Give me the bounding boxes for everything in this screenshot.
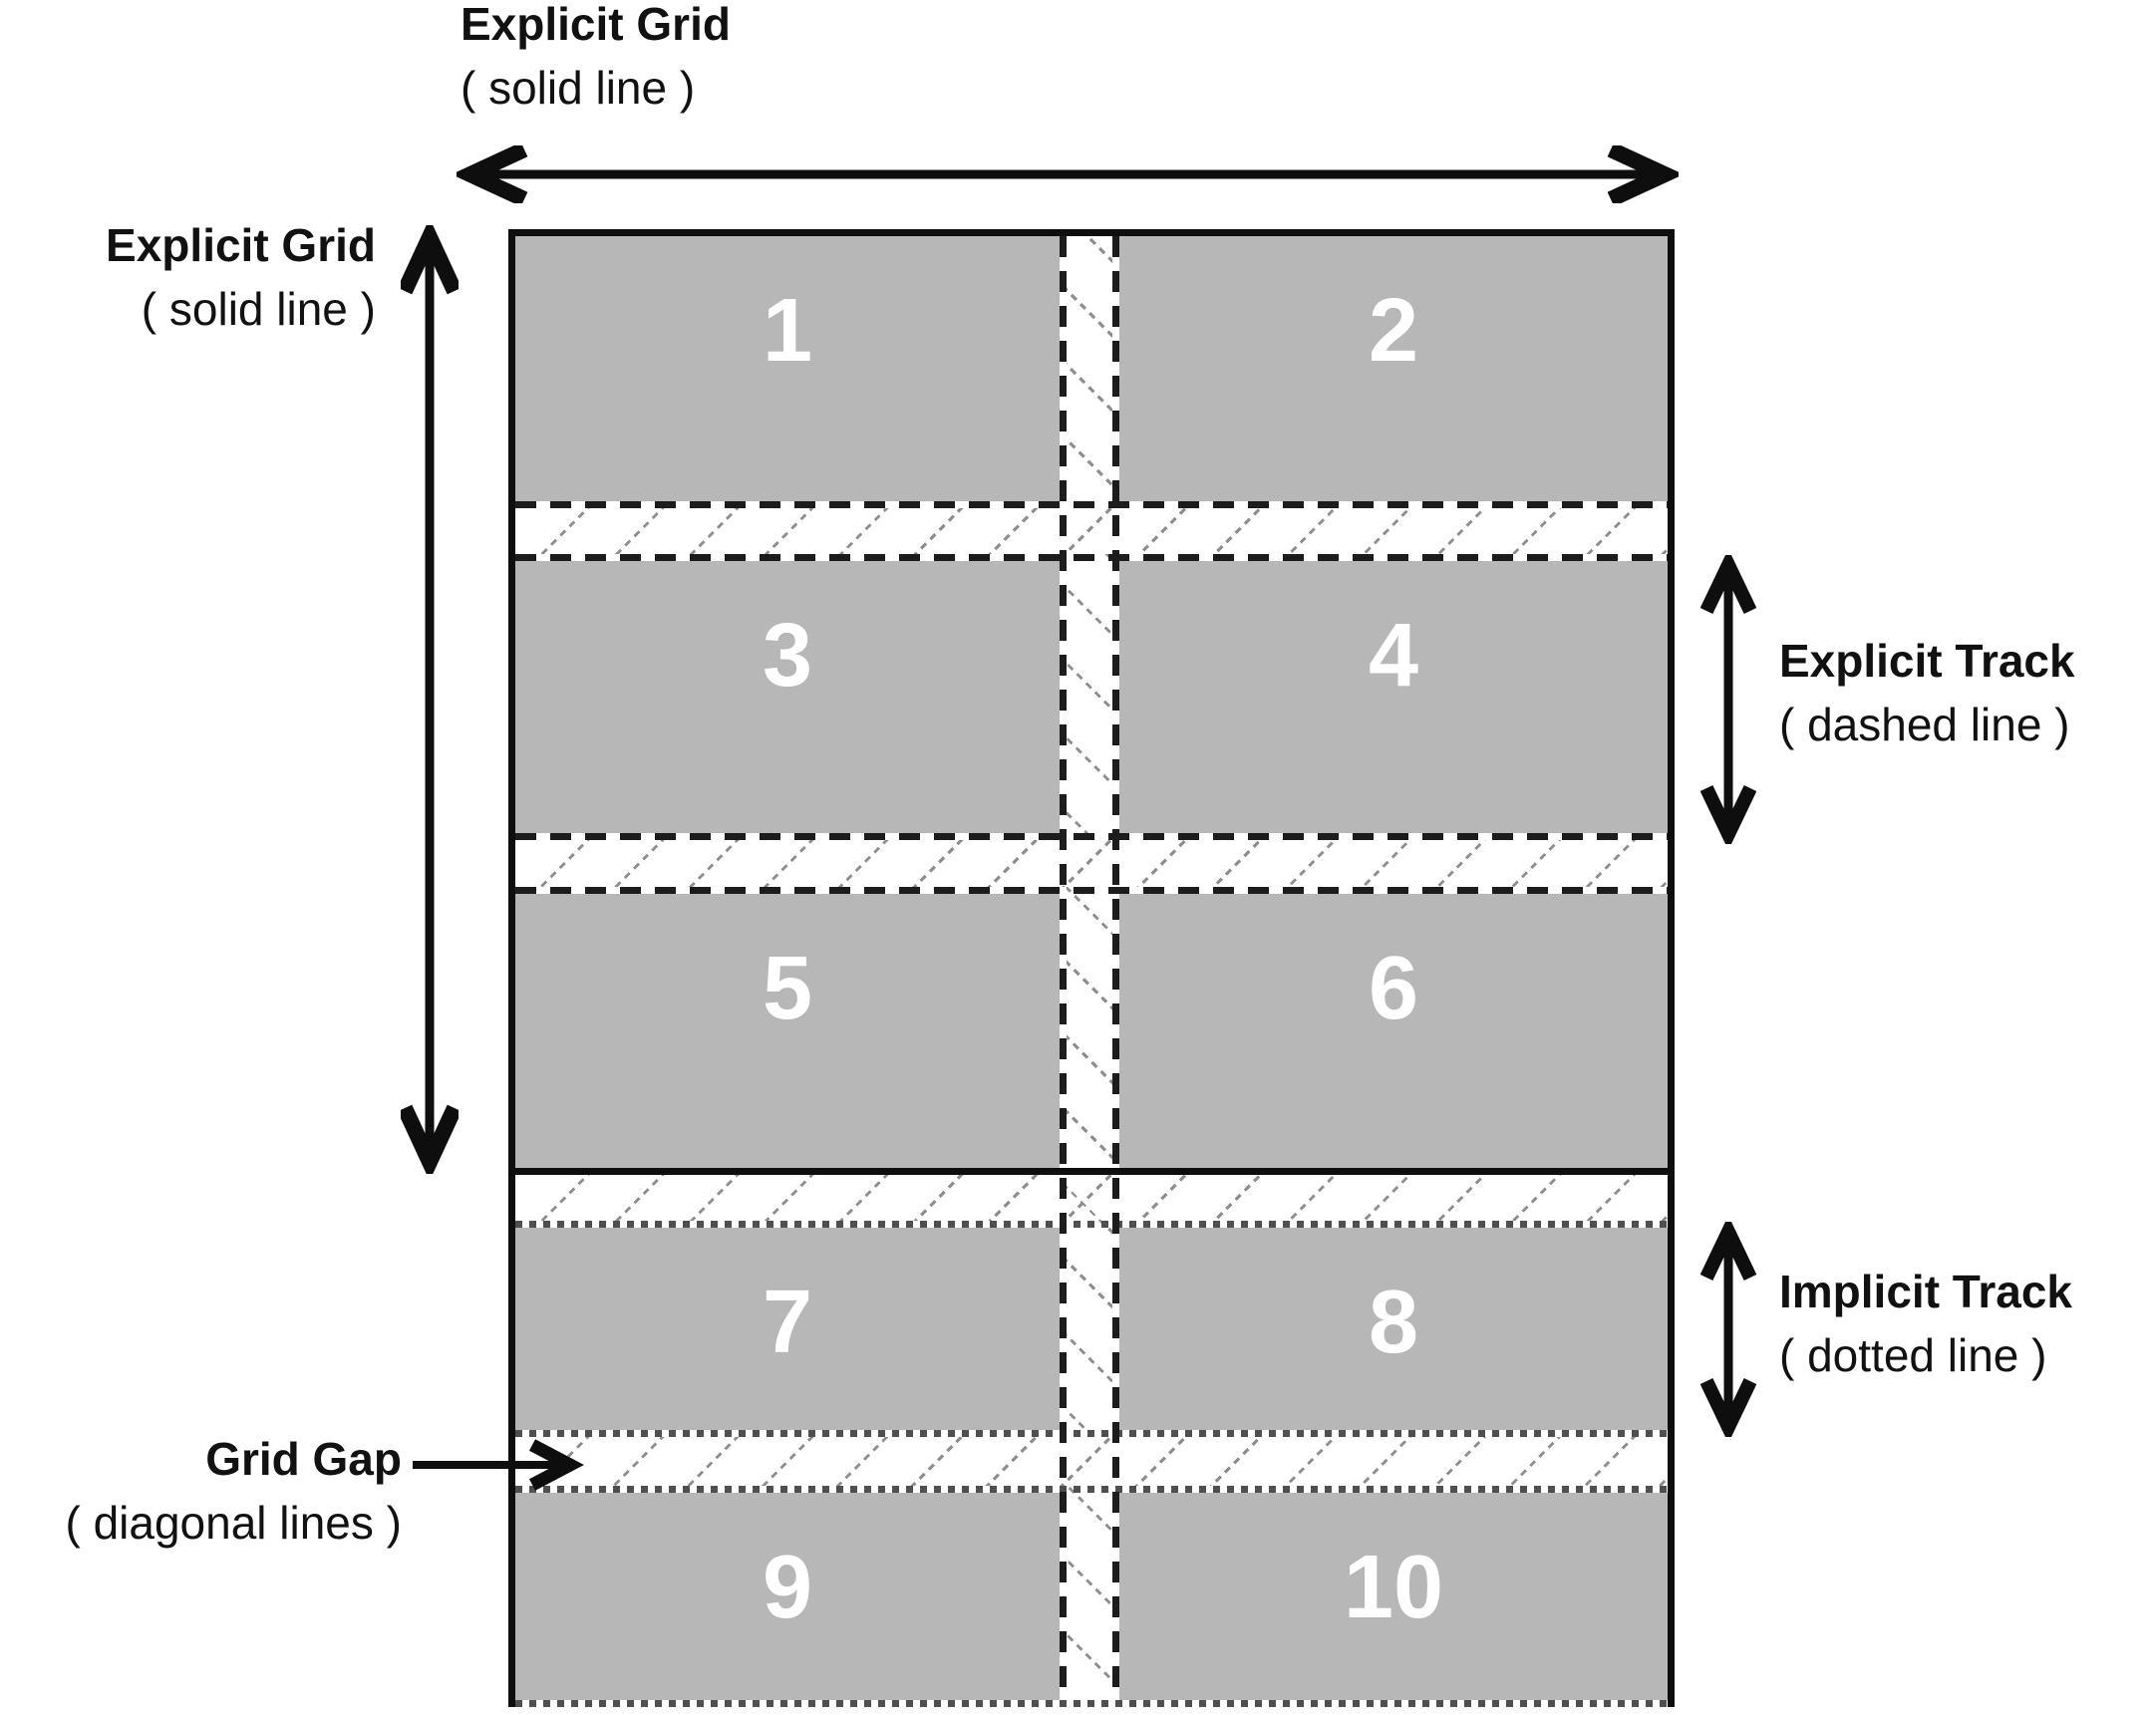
explicit-track-line [515,833,1668,840]
double-arrow-vertical-explicit-grid-icon [401,225,459,1174]
cell-number: 2 [1368,281,1419,381]
grid-cell-8: 8 [1119,1228,1668,1430]
grid-bottom-dotted-line [515,1700,1668,1707]
label-grid-gap: Grid Gap ( diagonal lines ) [0,1427,402,1555]
label-subtitle: ( dashed line ) [1779,699,2070,750]
label-title: Explicit Grid [461,0,731,50]
cell-number: 5 [762,939,813,1038]
label-explicit-grid-left: Explicit Grid ( solid line ) [0,213,376,341]
grid-border-left [508,229,515,1707]
grid-cell-5: 5 [515,894,1060,1168]
explicit-track-line [515,501,1668,508]
double-arrow-explicit-track-icon [1700,555,1756,844]
grid-cell-7: 7 [515,1228,1060,1430]
arrow-grid-gap-icon [413,1439,584,1491]
grid-cell-6: 6 [1119,894,1668,1168]
label-title: Explicit Track [1779,635,2075,687]
label-title: Implicit Track [1779,1266,2073,1317]
explicit-track-line [515,887,1668,894]
grid-gap-row-hatch-4 [515,1437,1668,1486]
label-explicit-track: Explicit Track ( dashed line ) [1779,629,2075,756]
label-explicit-grid-top: Explicit Grid ( solid line ) [461,0,731,120]
column-track-line [1112,236,1119,1700]
grid-cell-2: 2 [1119,236,1668,501]
implicit-track-line [515,1221,1668,1228]
grid-border-right [1668,229,1675,1707]
grid-gap-row-hatch-2 [515,840,1668,887]
grid-cell-9: 9 [515,1493,1060,1700]
label-title: Grid Gap [205,1433,402,1485]
grid-cell-1: 1 [515,236,1060,501]
cell-number: 3 [762,606,813,706]
grid-gap-row-hatch-1 [515,508,1668,554]
cell-number: 8 [1368,1273,1419,1372]
grid-cell-4: 4 [1119,561,1668,833]
cell-number: 6 [1368,939,1419,1038]
double-arrow-implicit-track-icon [1700,1222,1756,1437]
label-subtitle: ( solid line ) [141,283,376,335]
grid-cell-10: 10 [1119,1493,1668,1700]
explicit-track-line [515,554,1668,561]
cell-number: 1 [762,281,813,381]
column-track-line [1060,236,1067,1700]
label-subtitle: ( dotted line ) [1779,1329,2047,1381]
cell-number: 9 [762,1538,813,1637]
label-subtitle: ( diagonal lines ) [65,1497,402,1549]
cell-number: 7 [762,1273,813,1372]
label-title: Explicit Grid [106,219,376,271]
grid-cell-3: 3 [515,561,1060,833]
cell-number: 10 [1343,1538,1444,1637]
cell-number: 4 [1368,606,1419,706]
implicit-track-line [515,1486,1668,1493]
grid-border-top [508,229,1675,236]
implicit-track-line [515,1430,1668,1437]
label-implicit-track: Implicit Track ( dotted line ) [1779,1260,2072,1387]
explicit-grid-bottom-line [515,1168,1668,1175]
double-arrow-horizontal-explicit-grid-icon [457,145,1679,203]
grid-gap-row-hatch-3 [515,1175,1668,1221]
label-subtitle: ( solid line ) [461,62,696,114]
